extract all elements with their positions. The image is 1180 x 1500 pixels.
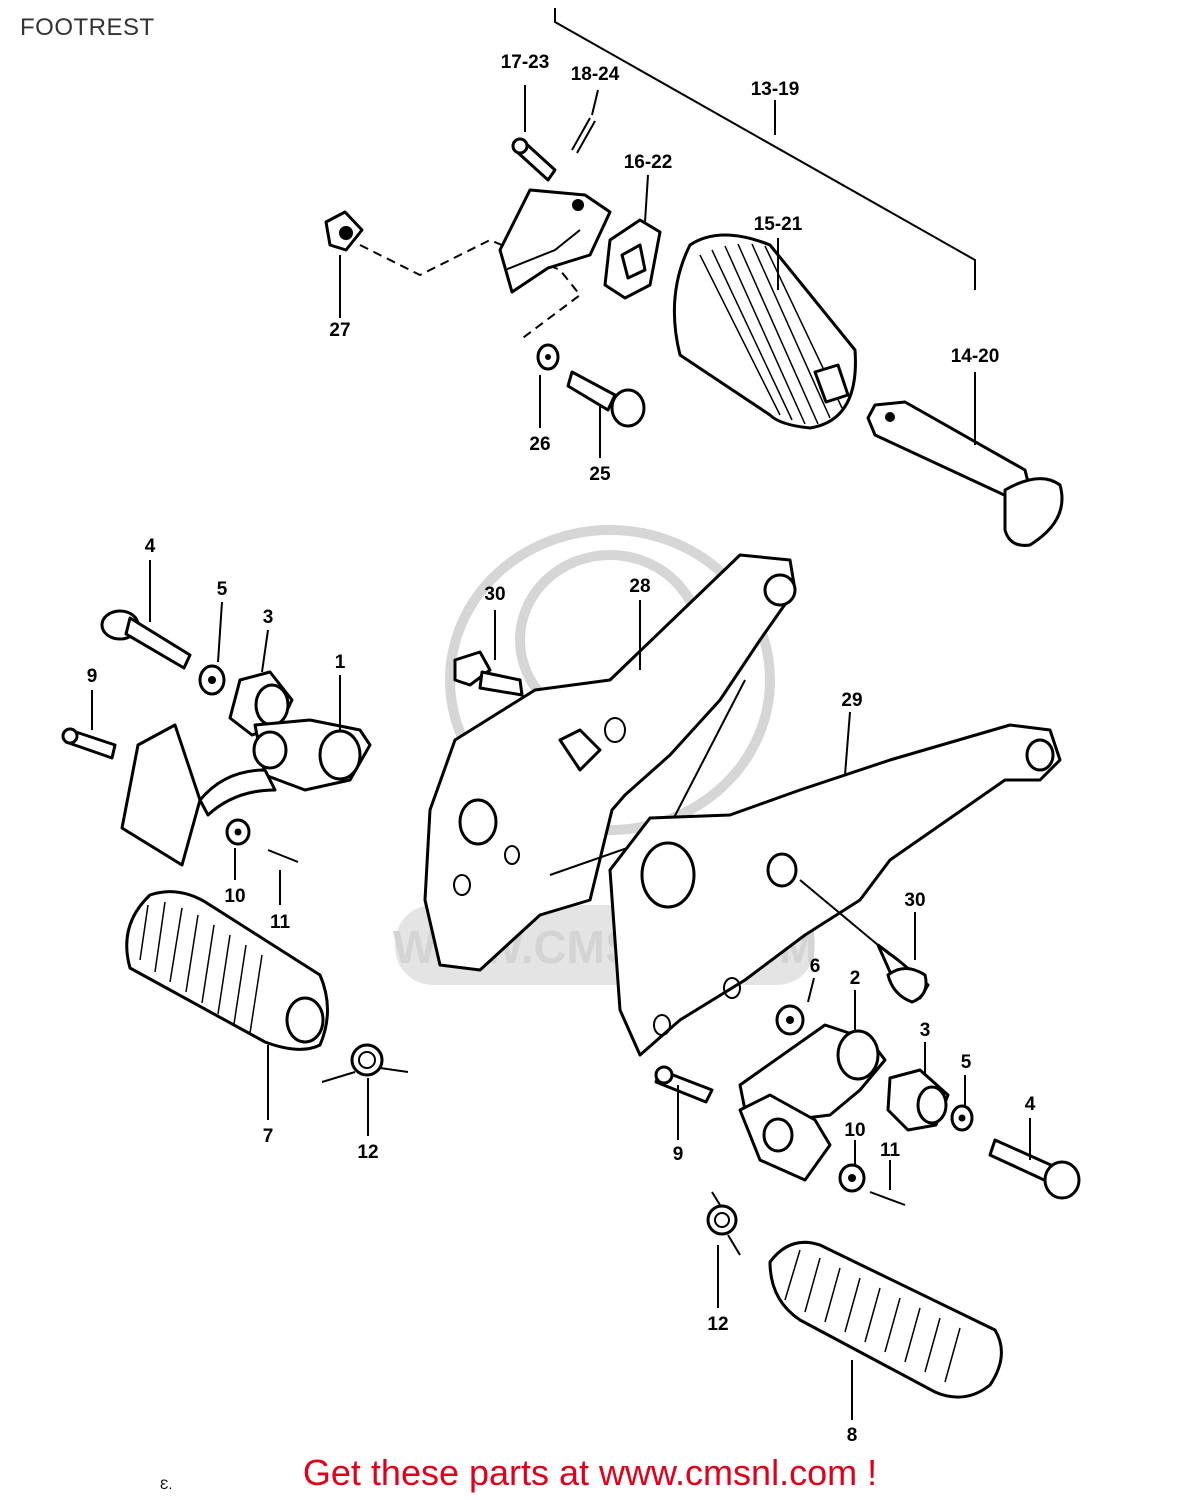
part-9-pin-left [61, 690, 117, 760]
callout-5-left: 5 [217, 579, 228, 600]
part-26-washer [536, 343, 560, 428]
callout-2: 2 [850, 968, 861, 989]
callout-12-left: 12 [357, 1142, 378, 1163]
callout-17-23: 17-23 [501, 52, 550, 73]
callout-16-22: 16-22 [624, 152, 673, 173]
part-3-collar-left [228, 629, 294, 737]
part-4-bolt-left [100, 560, 192, 670]
assembly-bracket-13-19 [554, 8, 976, 290]
part-2-bracket-right [738, 990, 887, 1182]
footer-link[interactable]: Get these parts at www.cmsnl.com ! [302, 1452, 878, 1493]
part-18-24-cotter [571, 89, 599, 154]
part-29-frame-plate [608, 711, 1062, 1057]
callout-11-left: 11 [270, 912, 291, 933]
callout-14-20: 14-20 [951, 346, 1000, 367]
part-12-spring-left [321, 1043, 409, 1136]
part-28-frame-plate [423, 553, 797, 972]
callout-12-right: 12 [707, 1314, 728, 1335]
part-11-cotter-left [267, 849, 299, 905]
callout-29: 29 [841, 690, 862, 711]
callout-labels: 13-19 17-23 18-24 16-22 15-21 27 14-20 2… [87, 52, 1036, 1446]
callout-5-right: 5 [961, 1052, 972, 1073]
callout-10-left: 10 [224, 886, 245, 907]
part-30-bolt-upper [453, 610, 524, 697]
part-10-washer-left [225, 818, 251, 880]
part-3-collar-right [886, 1042, 950, 1132]
callout-9-right: 9 [673, 1144, 684, 1165]
callout-15-21: 15-21 [754, 214, 803, 235]
callout-1: 1 [335, 652, 346, 673]
part-1-bracket-left [120, 675, 372, 867]
part-holder-clevis [498, 188, 612, 294]
part-14-20-pin [866, 372, 1064, 547]
part-12-spring-right [706, 1191, 741, 1308]
callout-11-right: 11 [880, 1140, 901, 1161]
callout-3-right: 3 [920, 1020, 931, 1041]
callout-26: 26 [529, 434, 550, 455]
callout-7: 7 [263, 1126, 274, 1147]
part-9-pin-right [654, 1065, 714, 1140]
corner-mark: Ɛ. [160, 1476, 173, 1492]
page-title: FOOTREST [20, 14, 155, 41]
callout-18-24: 18-24 [571, 64, 620, 85]
part-16-22-plate [603, 174, 662, 300]
callout-25: 25 [589, 464, 611, 485]
part-11-cotter-right [869, 1160, 906, 1206]
part-25-bolt [566, 370, 646, 458]
part-30-bolt-lower [799, 879, 930, 1004]
callout-3-left: 3 [263, 607, 274, 628]
part-17-23-pin [511, 85, 557, 182]
callout-8: 8 [847, 1425, 858, 1446]
callout-27: 27 [329, 320, 350, 341]
callout-4-left: 4 [145, 536, 156, 557]
part-5-washer-right [950, 1075, 974, 1132]
part-8-footpeg-right [768, 1240, 1003, 1420]
callout-4-right: 4 [1025, 1094, 1036, 1115]
part-4-bolt-right [988, 1118, 1081, 1200]
callout-13-19: 13-19 [751, 79, 800, 100]
callout-9-left: 9 [87, 666, 98, 687]
part-5-washer-left [198, 601, 226, 696]
callout-10-right: 10 [844, 1120, 865, 1141]
callout-30-lower: 30 [904, 890, 925, 911]
part-10-washer-right [838, 1140, 866, 1193]
part-15-21-rubber [672, 233, 857, 430]
part-7-footpeg-left [125, 890, 329, 1120]
callout-30-upper: 30 [484, 584, 505, 605]
callout-6: 6 [810, 956, 821, 977]
part-6-washer [775, 977, 815, 1036]
callout-28: 28 [629, 576, 650, 597]
